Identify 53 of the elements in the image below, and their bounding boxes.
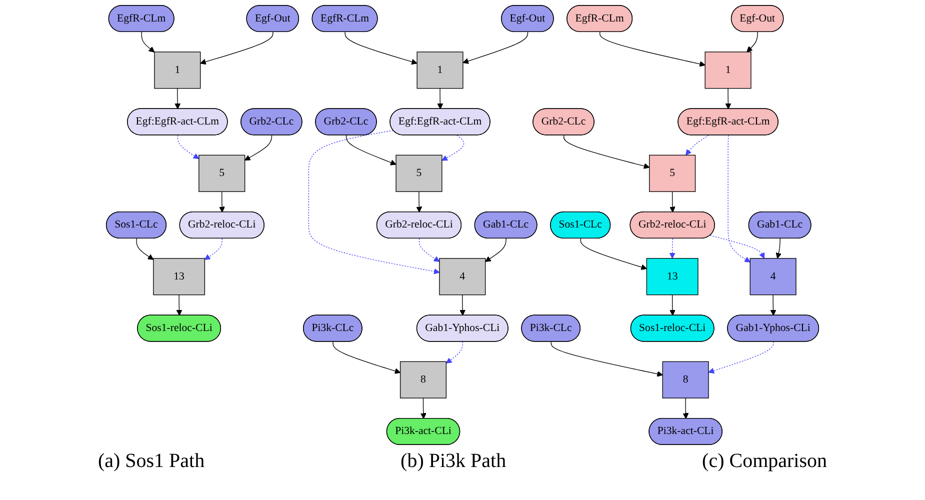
arrow bbox=[332, 341, 401, 374]
arrow bbox=[344, 32, 418, 65]
node-box: 1 bbox=[416, 52, 464, 89]
arrow bbox=[669, 238, 676, 259]
arrow bbox=[174, 88, 181, 110]
arrow bbox=[770, 294, 776, 316]
arrow bbox=[176, 294, 182, 316]
node-box: 8 bbox=[400, 361, 447, 398]
arrow bbox=[446, 341, 464, 364]
arrow bbox=[204, 238, 223, 260]
node-box: 13 bbox=[646, 258, 698, 296]
arrow bbox=[219, 191, 225, 212]
arrow bbox=[177, 134, 200, 160]
arrow bbox=[708, 341, 774, 374]
arrow bbox=[244, 134, 272, 161]
arrow bbox=[141, 32, 155, 52]
node-box: 8 bbox=[662, 361, 709, 398]
arrow bbox=[686, 134, 710, 156]
arrow bbox=[346, 134, 396, 166]
arrow bbox=[682, 398, 689, 419]
arrow bbox=[728, 134, 750, 262]
arrow bbox=[725, 88, 732, 110]
arrow bbox=[600, 32, 706, 67]
node-box: 5 bbox=[396, 154, 442, 192]
arrow bbox=[776, 238, 782, 259]
arrow bbox=[670, 191, 676, 212]
arrow bbox=[563, 134, 650, 169]
panel-caption: (b) Pi3k Path bbox=[400, 450, 506, 473]
arrow bbox=[200, 32, 274, 65]
arrow bbox=[460, 294, 466, 316]
arrow bbox=[442, 134, 464, 161]
arrow bbox=[418, 238, 440, 262]
panel-caption: (c) Comparison bbox=[702, 450, 828, 473]
arrow bbox=[136, 238, 154, 260]
arrow bbox=[580, 238, 647, 270]
node-box: 4 bbox=[750, 258, 796, 296]
arrow bbox=[550, 341, 663, 377]
arrow bbox=[670, 294, 676, 316]
node-box: 13 bbox=[153, 258, 206, 296]
arrow bbox=[462, 32, 528, 64]
arrow bbox=[308, 130, 440, 274]
arrow bbox=[416, 191, 422, 212]
node-box: 5 bbox=[198, 154, 246, 192]
arrow bbox=[420, 398, 426, 419]
arrow bbox=[437, 88, 444, 110]
panel-caption: (a) Sos1 Path bbox=[98, 450, 205, 473]
node-box: 4 bbox=[439, 258, 486, 296]
node-box: 5 bbox=[649, 154, 696, 192]
arrow bbox=[710, 235, 765, 259]
node-box: 1 bbox=[154, 52, 201, 89]
arrow bbox=[485, 238, 506, 262]
arrow bbox=[746, 32, 758, 52]
node-box: 1 bbox=[704, 52, 752, 89]
